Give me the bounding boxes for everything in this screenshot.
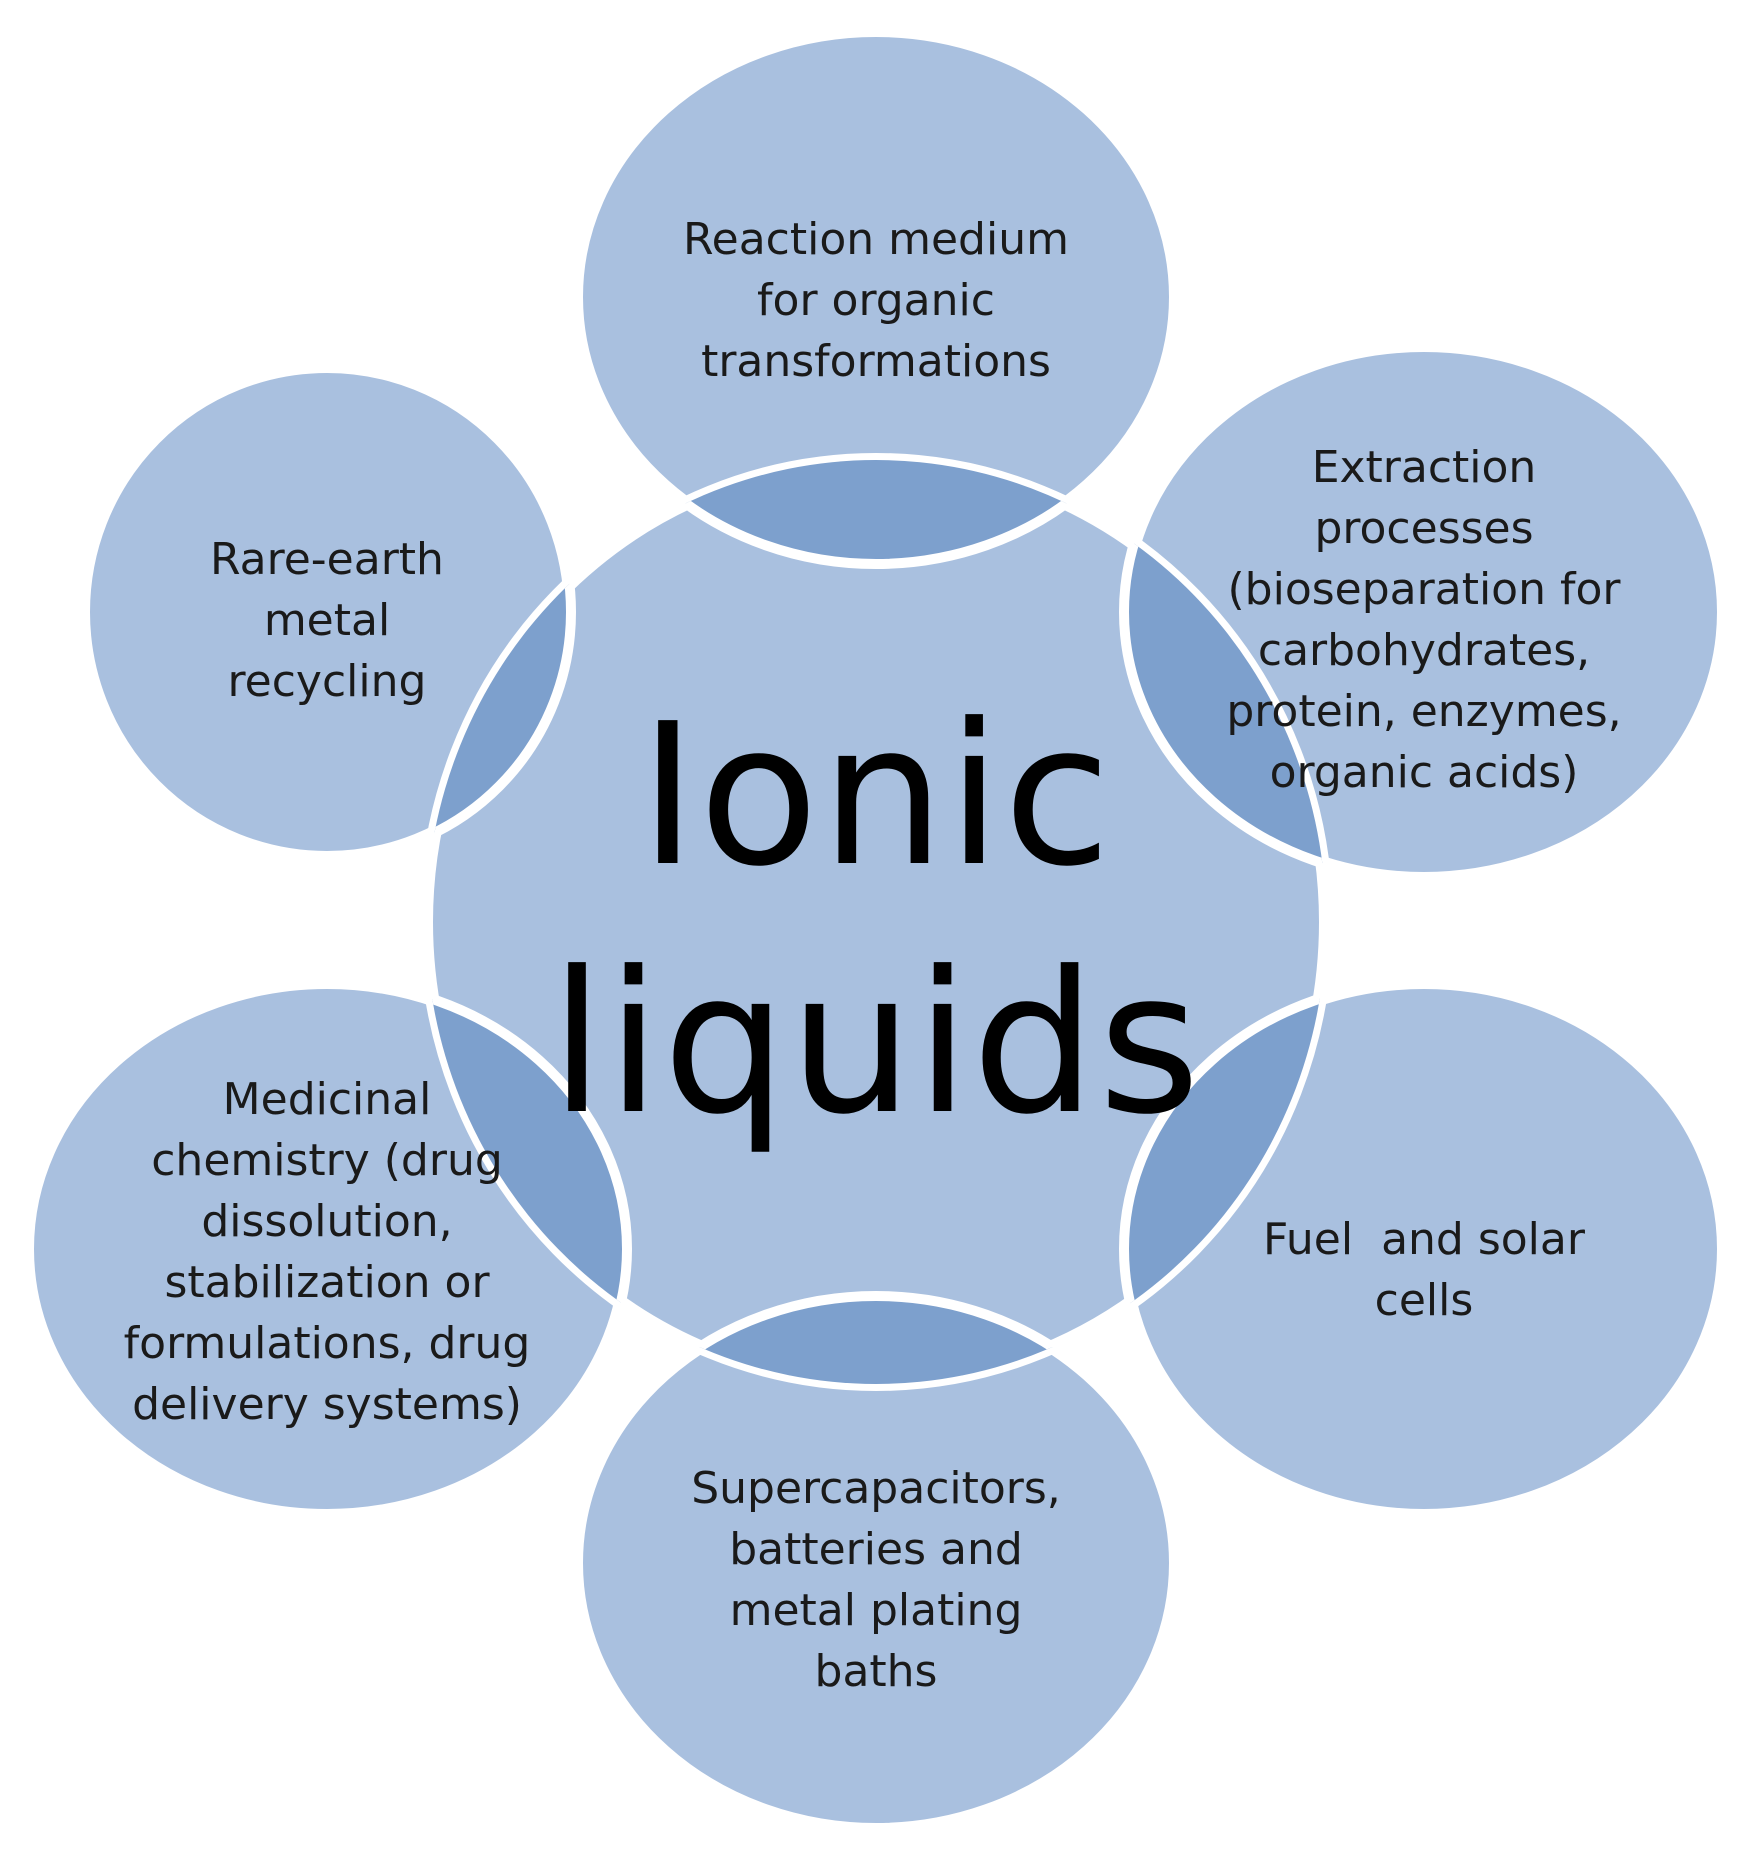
label-line: Supercapacitors, [691, 1463, 1061, 1514]
label-reaction-medium: Reaction medium for organic transformati… [626, 180, 1126, 420]
label-line: Extraction [1311, 442, 1537, 493]
label-line: chemistry (drug [151, 1135, 503, 1186]
label-line: organic acids) [1269, 747, 1579, 798]
label-line: batteries and [729, 1524, 1023, 1575]
label-line: Medicinal [222, 1074, 432, 1125]
label-extraction: Extraction processes (bioseparation for … [1174, 430, 1674, 810]
label-line: Reaction medium [683, 213, 1069, 265]
label-line: Rare-earth [210, 533, 444, 585]
label-line: (bioseparation for [1227, 564, 1621, 615]
hub-label-line: liquids [549, 930, 1203, 1158]
label-line: for organic [757, 274, 995, 326]
hub-label-line: Ionic [638, 682, 1114, 910]
label-line: dissolution, [201, 1196, 453, 1247]
label-line: processes [1314, 503, 1534, 554]
label-line: stabilization or [164, 1257, 490, 1308]
label-line: cells [1374, 1275, 1474, 1326]
overlap-reaction-medium [571, 460, 1181, 569]
label-line: transformations [701, 335, 1051, 387]
label-rare-earth: Rare-earth metal recycling [127, 520, 527, 720]
label-line: Fuel and solar [1263, 1214, 1585, 1265]
label-supercapacitors: Supercapacitors, batteries and metal pla… [626, 1440, 1126, 1720]
label-fuel-solar: Fuel and solar cells [1174, 1200, 1674, 1340]
label-line: metal plating [729, 1585, 1023, 1636]
label-line: delivery systems) [132, 1379, 522, 1430]
hub-label: Ionic liquids [476, 670, 1276, 1170]
label-medicinal: Medicinal chemistry (drug dissolution, s… [67, 1062, 587, 1442]
overlap-supercapacitors [571, 1291, 1181, 1384]
label-line: recycling [227, 655, 427, 707]
label-line: metal [263, 594, 391, 646]
label-line: baths [814, 1646, 938, 1697]
label-line: carbohydrates, [1257, 625, 1591, 676]
label-line: protein, enzymes, [1226, 686, 1622, 737]
label-line: formulations, drug [123, 1318, 531, 1369]
